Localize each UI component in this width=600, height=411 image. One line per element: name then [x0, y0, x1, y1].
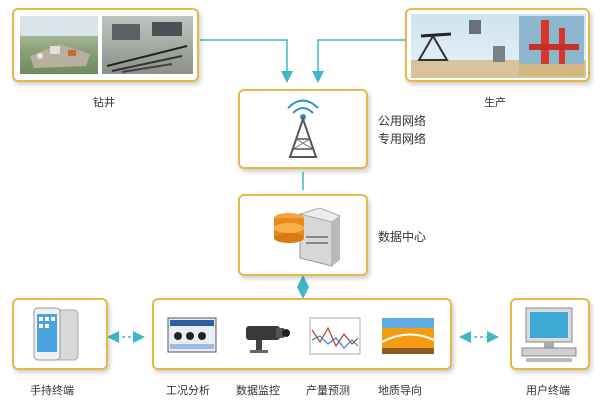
app-label-1: 数据监控 — [236, 384, 280, 397]
drilling-site-photo — [20, 16, 98, 74]
equipment-icon — [106, 22, 188, 73]
handheld-label: 手持终端 — [30, 384, 74, 397]
production-label: 生产 — [484, 96, 506, 109]
drilling-equipment-photo — [102, 16, 193, 74]
network-private-label: 专用网络 — [378, 132, 427, 146]
production-site-photo — [411, 14, 586, 78]
user-label: 用户终端 — [526, 384, 570, 397]
production-chart-icon — [309, 317, 361, 355]
app-label-0: 工况分析 — [166, 384, 210, 397]
app-label-2: 产量预测 — [306, 384, 350, 397]
apps-node — [152, 298, 452, 370]
geology-guide-icon — [381, 318, 435, 354]
server-icon — [274, 207, 342, 267]
smartphone-icon — [33, 307, 79, 361]
datacenter-node — [238, 194, 368, 276]
user-node — [510, 298, 590, 370]
analysis-screen-icon — [167, 317, 217, 353]
connector-production-network — [312, 39, 405, 83]
desktop-computer-icon — [521, 307, 577, 362]
oil-pump-icon — [411, 16, 586, 78]
production-node — [405, 8, 590, 82]
app-label-3: 地质导向 — [378, 384, 422, 397]
drill-rig-icon — [20, 16, 98, 68]
network-public-label: 公用网络 — [378, 114, 427, 128]
drilling-node — [12, 8, 199, 82]
handheld-node — [12, 298, 108, 370]
drilling-label: 钻井 — [93, 96, 115, 109]
datacenter-label: 数据中心 — [378, 230, 427, 244]
tower-icon — [287, 99, 319, 158]
connector-drilling-network — [200, 39, 293, 83]
surveillance-camera-icon — [246, 326, 290, 353]
network-node — [238, 89, 368, 169]
